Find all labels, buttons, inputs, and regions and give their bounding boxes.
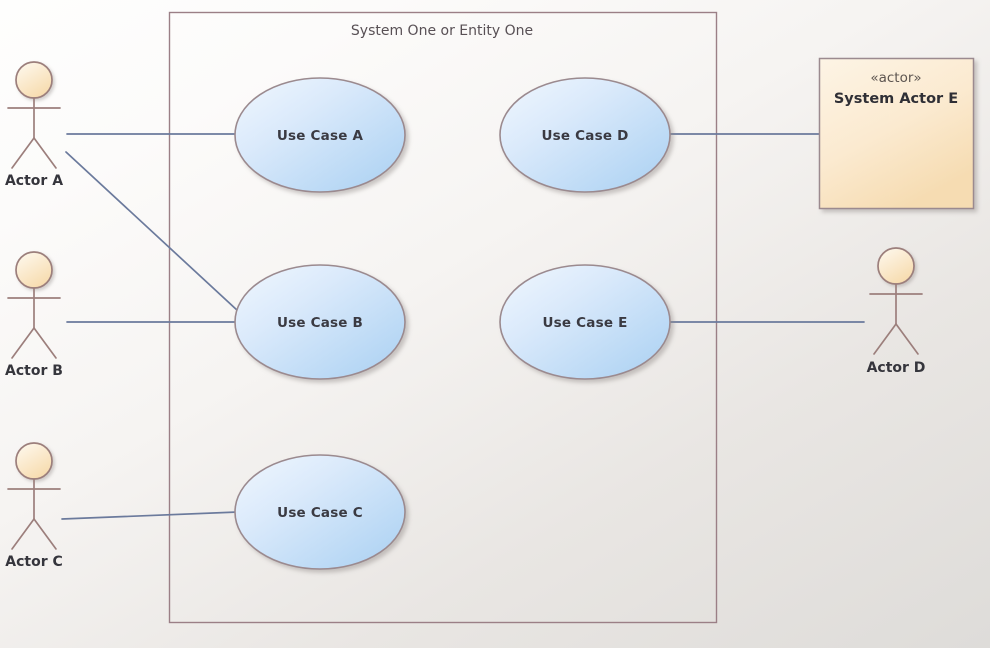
- use-case-c-label: Use Case C: [277, 505, 363, 521]
- actor-c-label: Actor C: [5, 554, 63, 570]
- actor-d-figure[interactable]: [869, 247, 923, 355]
- use-case-e[interactable]: [499, 264, 671, 380]
- use-case-d-label: Use Case D: [541, 128, 629, 144]
- system-actor-e-box[interactable]: [818, 57, 975, 210]
- use-case-c[interactable]: [234, 454, 406, 570]
- actor-a-leg-left: [11, 137, 35, 169]
- actor-c-figure[interactable]: [7, 442, 61, 550]
- system-boundary-title: System One or Entity One: [350, 23, 534, 39]
- assoc-actor-c-use-case-c[interactable]: [61, 511, 239, 520]
- actor-d-label: Actor D: [866, 360, 926, 376]
- actor-b-head: [15, 251, 53, 289]
- system-boundary[interactable]: [168, 11, 718, 624]
- actor-b-label: Actor B: [5, 363, 63, 379]
- use-case-b[interactable]: [234, 264, 406, 380]
- actor-a-figure[interactable]: [7, 61, 61, 169]
- actor-c-head: [15, 442, 53, 480]
- actor-a-leg-right: [33, 137, 57, 169]
- actor-d-leg-right: [895, 323, 919, 355]
- use-case-d[interactable]: [499, 77, 671, 193]
- system-actor-e-name: System Actor E: [833, 91, 959, 107]
- use-case-a-label: Use Case A: [276, 128, 364, 144]
- use-case-a[interactable]: [234, 77, 406, 193]
- use-case-b-label: Use Case B: [276, 315, 364, 331]
- assoc-actor-a-use-case-b[interactable]: [65, 151, 239, 312]
- actor-c-leg-left: [11, 518, 35, 550]
- actor-d-leg-left: [873, 323, 897, 355]
- actor-b-leg-right: [33, 327, 57, 359]
- actor-d-head: [877, 247, 915, 285]
- actor-c-leg-right: [33, 518, 57, 550]
- actor-b-leg-left: [11, 327, 35, 359]
- actor-a-head: [15, 61, 53, 99]
- system-actor-e-stereotype: «actor»: [870, 70, 922, 86]
- actor-a-label: Actor A: [4, 173, 64, 189]
- use-case-e-label: Use Case E: [542, 315, 628, 331]
- actor-b-figure[interactable]: [7, 251, 61, 359]
